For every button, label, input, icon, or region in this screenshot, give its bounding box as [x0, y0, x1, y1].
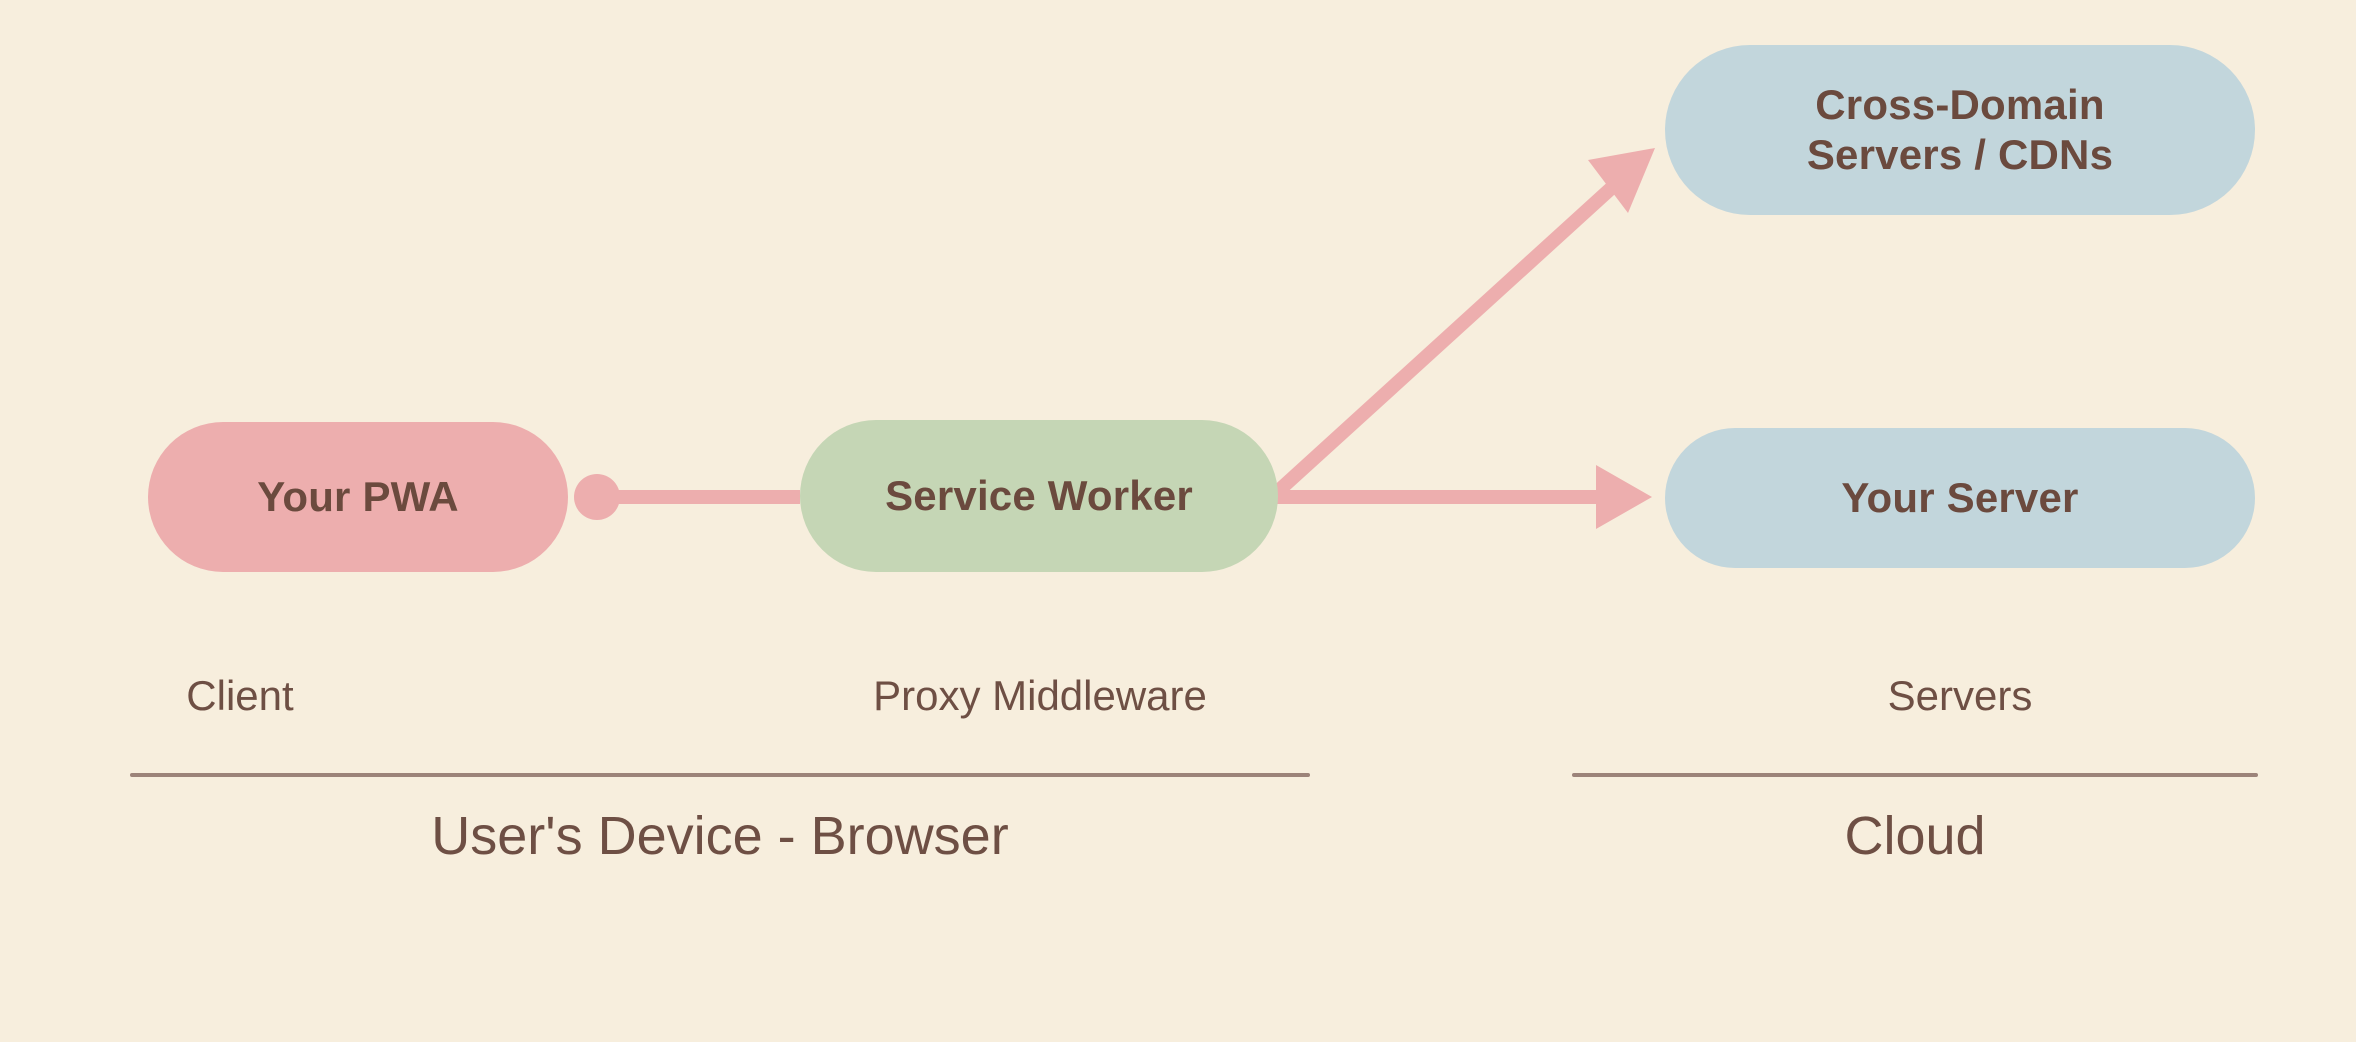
node-cross-domain-servers[interactable]: Cross-Domain Servers / CDNs — [1665, 45, 2255, 215]
arrowhead-to-cross-domain — [1588, 148, 1655, 213]
zone-title-cloud: Cloud — [1844, 806, 1986, 866]
node-service-worker[interactable]: Service Worker — [800, 420, 1278, 572]
node-cross-domain-line-2: Servers / CDNs — [1806, 131, 2114, 178]
divider-browser — [130, 773, 1310, 777]
zone-label-client: Client — [186, 672, 294, 719]
node-your-pwa[interactable]: Your PWA — [148, 422, 568, 572]
node-your-server[interactable]: Your Server — [1665, 428, 2255, 568]
divider-cloud — [1572, 773, 2258, 777]
node-your-pwa-label: Your PWA — [257, 473, 459, 521]
zone-label-proxy-middleware: Proxy Middleware — [873, 672, 1207, 719]
edge-service-worker-to-cross-domain — [1270, 176, 1623, 500]
zone-title-users-device-browser: User's Device - Browser — [431, 806, 1009, 866]
node-cross-domain-line-1: Cross-Domain — [1815, 81, 2105, 129]
zone-label-servers: Servers — [1887, 672, 2033, 719]
node-your-server-label: Your Server — [1841, 474, 2079, 522]
connector-origin-dot — [574, 474, 620, 520]
node-cross-domain-servers-label: Cross-Domain Servers / CDNs — [1807, 80, 2113, 179]
node-service-worker-label: Service Worker — [885, 472, 1193, 520]
arrowhead-to-your-server — [1596, 465, 1652, 529]
